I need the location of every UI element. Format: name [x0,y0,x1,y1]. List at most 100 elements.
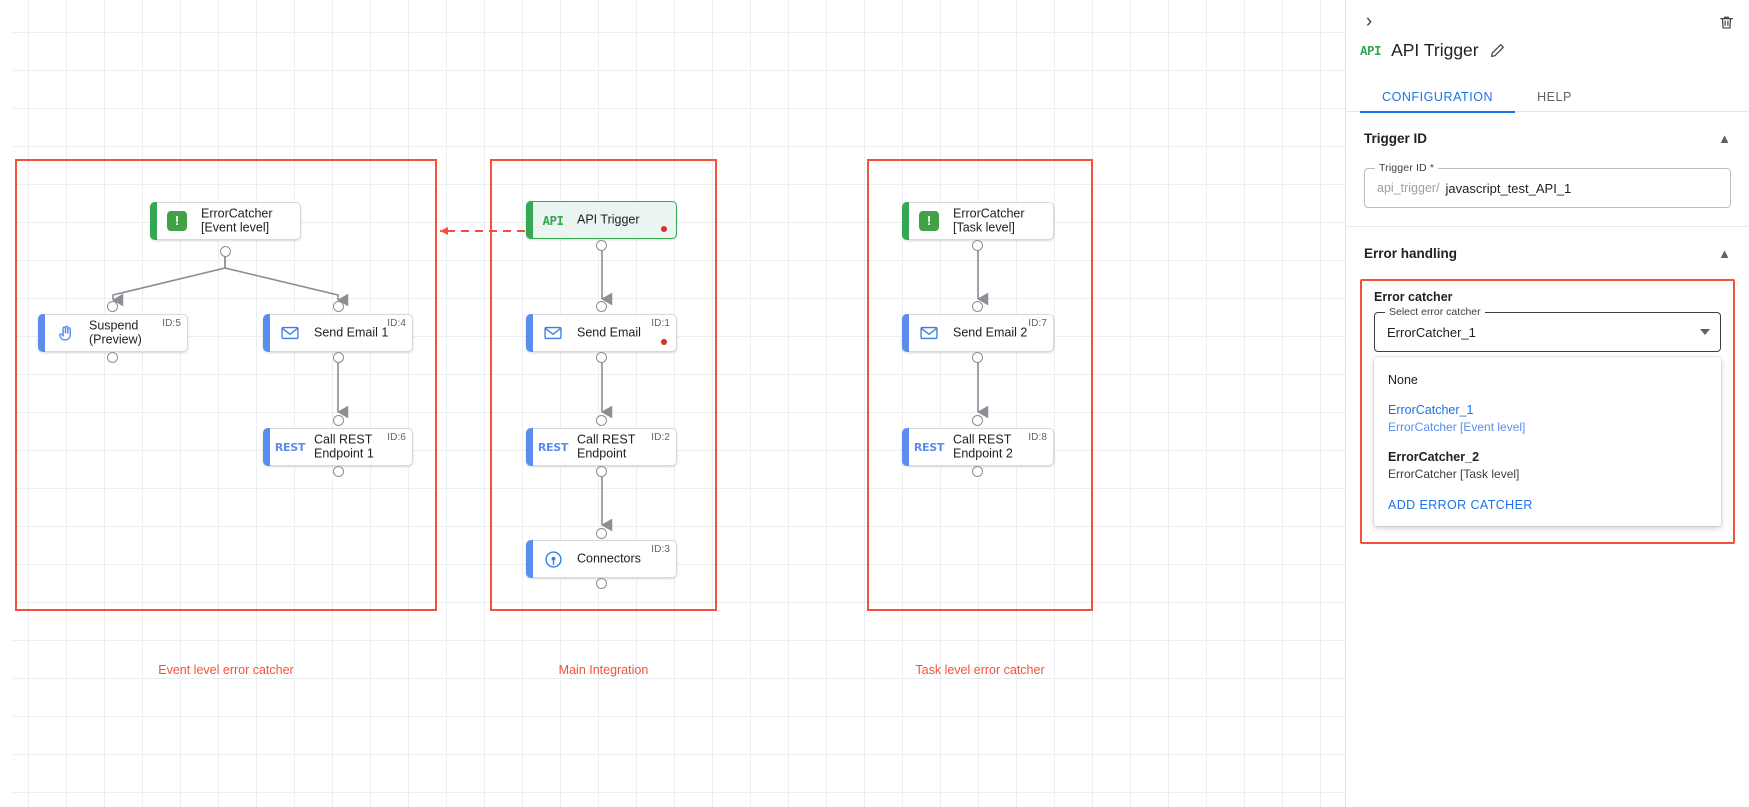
error-catcher-box: Error catcher Select error catcher Error… [1360,279,1735,544]
port-send-email-2-out[interactable] [972,352,983,363]
node-accent-bar [526,540,533,578]
status-badge [661,339,667,345]
menu-item-primary: None [1388,373,1418,387]
port-send-email-2-in[interactable] [972,301,983,312]
node-accent-bar [902,202,909,240]
chevron-right-icon[interactable]: › [1365,11,1373,32]
rest-icon: REST [913,440,945,454]
node-call-rest-endpoint[interactable]: REST Call REST Endpoint ID:2 [526,428,677,466]
node-id-badge: ID:5 [162,318,181,329]
select-value: ErrorCatcher_1 [1387,324,1476,340]
port-api-trigger-out[interactable] [596,240,607,251]
port-call-rest-in[interactable] [596,415,607,426]
field-legend: Trigger ID * [1375,162,1439,174]
port-send-email-1-in[interactable] [333,301,344,312]
port-errorcatcher-task-out[interactable] [972,240,983,251]
node-label: Send Email 2 [953,325,1028,340]
panel-title-row: API API Trigger [1360,40,1506,61]
group-main-integration[interactable] [490,159,717,611]
menu-item-errorcatcher-1[interactable]: ErrorCatcher_1 ErrorCatcher [Event level… [1374,395,1721,442]
menu-item-secondary: ErrorCatcher [Event level] [1388,420,1526,434]
connectors-icon [541,547,565,571]
trash-icon[interactable] [1713,9,1739,35]
envelope-icon [541,321,565,345]
error-catcher-select[interactable]: Select error catcher ErrorCatcher_1 [1374,306,1721,352]
port-call-rest-1-in[interactable] [333,415,344,426]
rest-icon: REST [537,440,569,454]
node-id-badge: ID:6 [387,432,406,443]
port-suspend-out[interactable] [107,352,118,363]
node-accent-bar [150,202,157,240]
port-send-email-out[interactable] [596,352,607,363]
select-legend: Select error catcher [1385,306,1485,318]
node-connectors[interactable]: Connectors ID:3 [526,540,677,578]
group-caption-event-level: Event level error catcher [158,663,294,677]
port-connectors-in[interactable] [596,528,607,539]
node-id-badge: ID:4 [387,318,406,329]
node-label: Call REST Endpoint 2 [953,432,1013,460]
chevron-up-icon[interactable]: ▲ [1718,130,1731,146]
group-task-level-error-catcher[interactable] [867,159,1093,611]
group-caption-main-integration: Main Integration [558,663,649,677]
port-call-rest-1-out[interactable] [333,466,344,477]
hand-icon [53,321,77,345]
node-id-badge: ID:8 [1028,432,1047,443]
menu-item-errorcatcher-2[interactable]: ErrorCatcher_2 ErrorCatcher [Task level] [1374,442,1721,489]
port-send-email-in[interactable] [596,301,607,312]
node-id-badge: ID:3 [651,544,670,555]
error-catcher-icon: ! [165,209,189,233]
section-title: Error handling [1364,245,1458,261]
menu-item-primary: ErrorCatcher_1 [1388,403,1474,417]
node-accent-bar [263,428,270,466]
node-send-email-1[interactable]: Send Email 1 ID:4 [263,314,413,352]
node-send-email[interactable]: Send Email ID:1 [526,314,677,352]
trigger-id-value[interactable]: javascript_test_API_1 [1445,180,1572,196]
node-accent-bar [263,314,270,352]
port-suspend-in[interactable] [107,301,118,312]
section-title: Trigger ID [1364,130,1428,146]
api-icon: API [542,212,564,228]
node-api-trigger[interactable]: API API Trigger [526,201,677,239]
node-label: ErrorCatcher [Task level] [953,206,1025,234]
node-accent-bar [526,201,533,239]
node-send-email-2[interactable]: Send Email 2 ID:7 [902,314,1054,352]
node-id-badge: ID:1 [651,318,670,329]
section-error-handling: Error handling ▲ Error catcher Select er… [1346,227,1749,544]
trigger-id-field[interactable]: Trigger ID * api_trigger/ javascript_tes… [1364,162,1731,208]
node-errorcatcher-event[interactable]: ! ErrorCatcher [Event level] [150,202,301,240]
envelope-icon [278,321,302,345]
node-accent-bar [902,428,909,466]
section-header-trigger-id[interactable]: Trigger ID ▲ [1364,112,1731,164]
panel-tabs: CONFIGURATION HELP [1346,82,1749,113]
panel-header: › API API Trigger [1346,0,1749,82]
node-call-rest-endpoint-1[interactable]: REST Call REST Endpoint 1 ID:6 [263,428,413,466]
trigger-id-prefix: api_trigger/ [1377,181,1440,195]
menu-item-none[interactable]: None [1374,365,1721,395]
envelope-icon [917,321,941,345]
port-errorcatcher-event-out[interactable] [220,246,231,257]
group-event-level-error-catcher[interactable] [15,159,437,611]
menu-item-secondary: ErrorCatcher [Task level] [1388,467,1520,481]
chevron-up-icon[interactable]: ▲ [1718,245,1731,261]
workflow-canvas[interactable]: ! ErrorCatcher [Event level] Suspend (Pr… [0,0,1345,807]
node-suspend[interactable]: Suspend (Preview) ID:5 [38,314,188,352]
add-error-catcher-button[interactable]: ADD ERROR CATCHER [1388,498,1533,512]
pencil-icon[interactable] [1489,42,1506,59]
port-send-email-1-out[interactable] [333,352,344,363]
port-connectors-out[interactable] [596,578,607,589]
port-call-rest-2-out[interactable] [972,466,983,477]
section-divider [1346,226,1749,227]
section-header-error-handling[interactable]: Error handling ▲ [1364,227,1731,279]
port-call-rest-out[interactable] [596,466,607,477]
node-call-rest-endpoint-2[interactable]: REST Call REST Endpoint 2 ID:8 [902,428,1054,466]
node-label: Connectors [577,551,641,566]
tab-help[interactable]: HELP [1537,90,1572,104]
port-call-rest-2-in[interactable] [972,415,983,426]
group-caption-task-level: Task level error catcher [915,663,1045,677]
chevron-down-icon[interactable] [1700,329,1710,335]
tab-configuration[interactable]: CONFIGURATION [1360,82,1516,113]
menu-item-primary: ErrorCatcher_2 [1388,450,1480,464]
node-errorcatcher-task[interactable]: ! ErrorCatcher [Task level] [902,202,1054,240]
node-label: Call REST Endpoint 1 [314,432,374,460]
